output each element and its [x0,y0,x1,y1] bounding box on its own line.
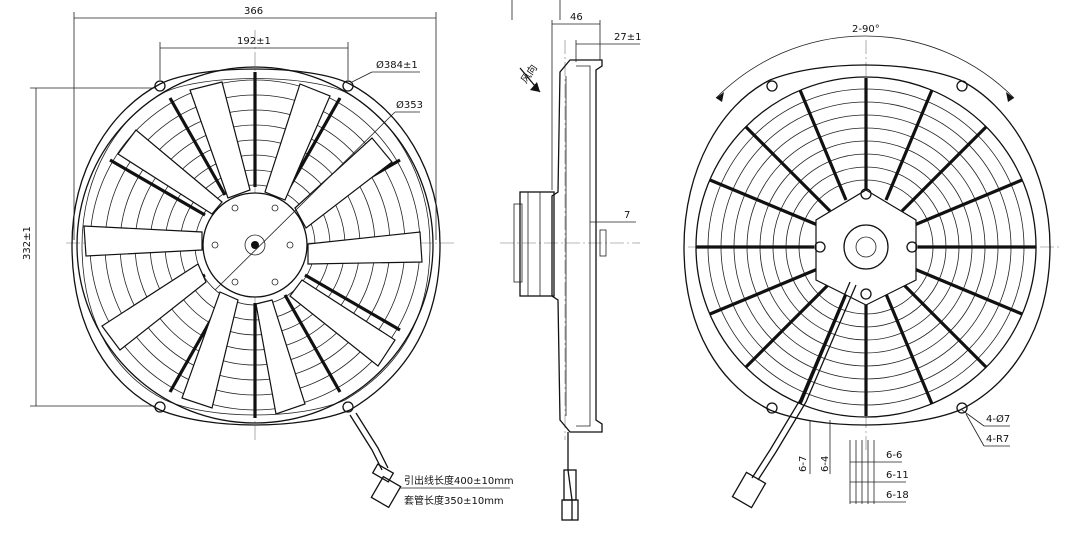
rear-radius-label: 4-R7 [986,434,1009,445]
side-view [500,0,640,521]
front-width-label: 366 [244,6,263,17]
bracket-66-label: 6-6 [886,450,902,461]
front-hole-circle-label: Ø384±1 [376,59,418,71]
wire-length-label: 引出线长度400±10mm [404,474,514,487]
side-shaft-label: 7 [624,210,630,221]
bracket-611-label: 6-11 [886,470,909,481]
side-depth-label: 46 [570,12,583,23]
front-hole-spacing-label: 192±1 [237,36,271,47]
front-height-label: 332±1 [22,226,33,260]
side-airflow-label: 风向 [518,62,540,86]
rear-angle-label: 2-90° [852,24,880,35]
front-diameter-label: Ø353 [396,99,423,111]
bracket-64-label: 6-4 [820,456,831,472]
side-depth2-label: 27±1 [614,32,641,43]
front-view [30,12,510,509]
bracket-618-label: 6-18 [886,490,909,501]
sleeve-length-label: 套管长度350±10mm [404,494,504,507]
rear-holes-label: 4-Ø7 [986,413,1010,425]
rear-view [683,35,1060,509]
bracket-67-label: 6-7 [798,456,809,472]
